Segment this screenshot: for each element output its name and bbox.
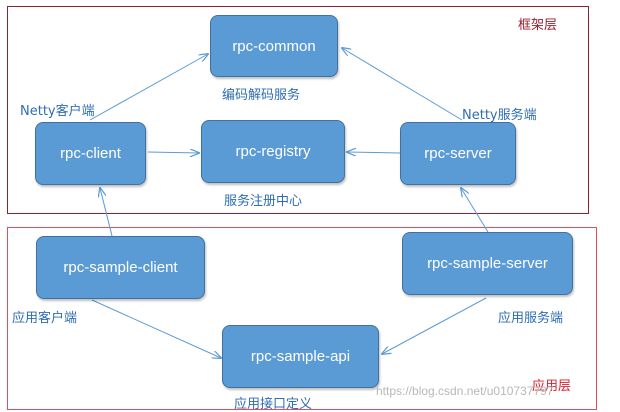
rpc-client-box: rpc-client bbox=[35, 122, 146, 185]
app-interface-label: 应用接口定义 bbox=[234, 397, 313, 412]
arrow-client-to-common bbox=[89, 54, 208, 121]
arrow-server-to-registry bbox=[347, 152, 401, 153]
rpc-registry-box: rpc-registry bbox=[201, 120, 345, 183]
framework-layer-frame bbox=[7, 6, 589, 214]
rpc-sample-api-box: rpc-sample-api bbox=[222, 325, 379, 388]
watermark-text: https://blog.csdn.net/u010737797 bbox=[376, 384, 554, 398]
application-layer-frame bbox=[7, 227, 597, 410]
arrow-sample-server-to-server bbox=[461, 188, 489, 233]
framework-layer-title: 框架层 bbox=[518, 18, 558, 33]
app-client-label: 应用客户端 bbox=[12, 311, 78, 326]
application-layer-title: 应用层 bbox=[532, 379, 572, 394]
arrow-sample-server-to-api bbox=[382, 297, 487, 354]
registry-center-label: 服务注册中心 bbox=[224, 194, 303, 209]
arrow-server-to-common bbox=[342, 48, 463, 121]
netty-server-label: Netty服务端 bbox=[462, 108, 537, 123]
arrow-sample-client-to-api bbox=[91, 299, 221, 358]
arrow-sample-client-to-client bbox=[100, 188, 113, 237]
rpc-sample-client-box: rpc-sample-client bbox=[36, 236, 205, 299]
codec-service-label: 编码解码服务 bbox=[222, 88, 301, 103]
rpc-common-box: rpc-common bbox=[210, 15, 338, 77]
rpc-sample-server-box: rpc-sample-server bbox=[402, 232, 573, 295]
arrow-client-to-registry bbox=[147, 152, 199, 153]
netty-client-label: Netty客户端 bbox=[20, 104, 95, 119]
rpc-server-box: rpc-server bbox=[400, 122, 516, 185]
app-server-label: 应用服务端 bbox=[498, 311, 564, 326]
